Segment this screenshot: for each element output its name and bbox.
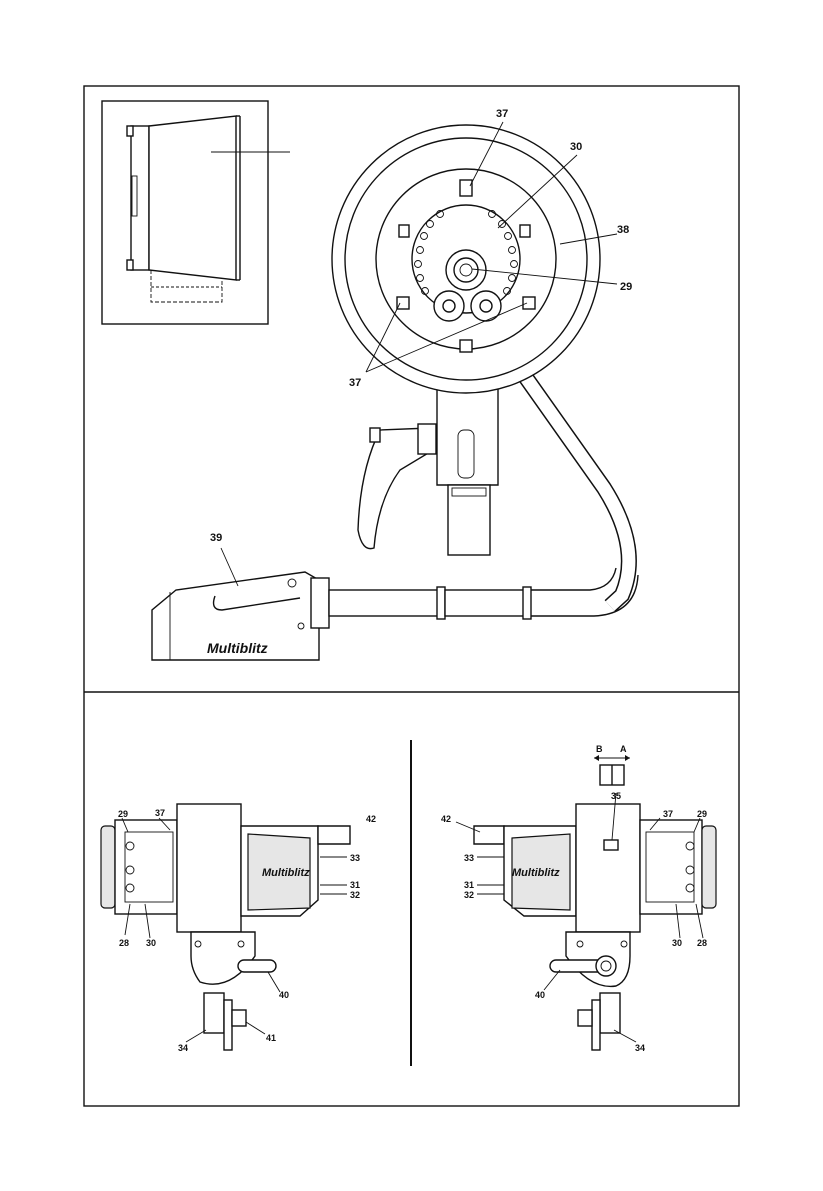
right-body-brand-label: Multiblitz <box>512 867 560 879</box>
right-callout-33: 33 <box>464 853 474 863</box>
right-callout-37: 37 <box>663 809 673 819</box>
right-callout-30: 30 <box>672 938 682 948</box>
left-callout-31: 31 <box>350 880 360 890</box>
left-callout-34: 34 <box>178 1043 188 1053</box>
left-callout-32: 32 <box>350 890 360 900</box>
right-callout-31: 31 <box>464 880 474 890</box>
side-view-right <box>456 755 716 1050</box>
side-view-left <box>101 804 350 1050</box>
flash-head-front-view <box>332 122 629 606</box>
left-callout-33: 33 <box>350 853 360 863</box>
right-callout-29: 29 <box>697 809 707 819</box>
right-callout-40: 40 <box>535 990 545 1000</box>
right-callout-32: 32 <box>464 890 474 900</box>
callout-38: 38 <box>617 224 629 236</box>
left-callout-40: 40 <box>279 990 289 1000</box>
right-callout-35: 35 <box>611 791 621 801</box>
callout-29: 29 <box>620 281 632 293</box>
left-callout-30: 30 <box>146 938 156 948</box>
left-callout-29: 29 <box>118 809 128 819</box>
callout-30: 30 <box>570 141 582 153</box>
switch-label-b: B <box>596 744 603 754</box>
callout-39: 39 <box>210 532 222 544</box>
callout-37-bottom: 37 <box>349 377 361 389</box>
right-callout-34: 34 <box>635 1043 645 1053</box>
left-callout-41: 41 <box>266 1033 276 1043</box>
right-callout-42: 42 <box>441 814 451 824</box>
switch-label-a: A <box>620 744 627 754</box>
power-pack-brand-label: Multiblitz <box>207 640 268 656</box>
right-callout-28: 28 <box>697 938 707 948</box>
callout-37-top: 37 <box>496 108 508 120</box>
left-callout-37: 37 <box>155 808 165 818</box>
left-body-brand-label: Multiblitz <box>262 867 310 879</box>
left-callout-28: 28 <box>119 938 129 948</box>
reflector-inset <box>102 101 290 324</box>
left-callout-42: 42 <box>366 814 376 824</box>
